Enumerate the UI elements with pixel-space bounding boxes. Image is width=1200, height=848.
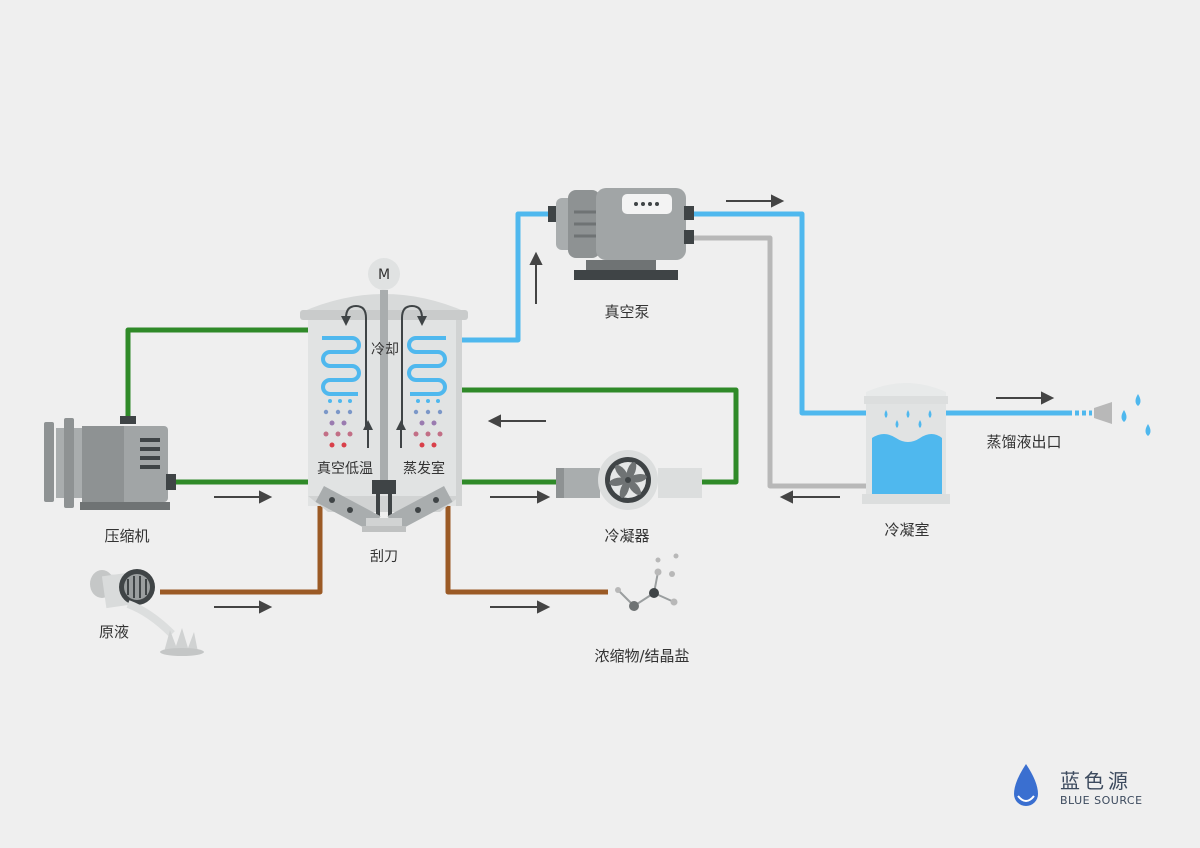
concentrate-pipe: [445, 504, 608, 595]
cooling-label: 冷却: [371, 342, 399, 358]
motor-label: M: [378, 267, 390, 283]
vacuum-pump-label: 真空泵: [604, 303, 649, 321]
brand-name-en: BLUE SOURCE: [1060, 794, 1143, 807]
vapor-pipe-to-chamber: [690, 211, 866, 416]
feed-pipe: [160, 504, 323, 595]
condenser-label: 冷凝器: [604, 527, 649, 545]
flow-arrows: [214, 194, 1055, 614]
arrow-left-1: [487, 414, 546, 428]
arrow-right-6: [996, 391, 1055, 405]
condenser: [556, 450, 702, 510]
scraper-blades: [315, 480, 453, 532]
motor-icon: [368, 258, 400, 290]
return-pipe: [690, 235, 866, 489]
arrow-right-5: [726, 194, 785, 208]
up-arrow-left: [363, 420, 373, 448]
arrow-right-2: [214, 600, 273, 614]
condensing-chamber-label: 冷凝室: [884, 521, 929, 539]
vapor-pipe-to-pump: [450, 211, 556, 343]
brand: 蓝色源 BLUE SOURCE: [1014, 764, 1143, 807]
pipes: [125, 211, 1092, 595]
compressor-label: 压缩机: [104, 527, 149, 545]
cooling-coil-left: [321, 336, 361, 396]
brand-name-cn: 蓝色源: [1060, 769, 1132, 793]
fan-icon: [609, 462, 647, 498]
arrow-right-4: [490, 600, 551, 614]
refrigerant-pipe-top: [125, 327, 320, 418]
compressor: [44, 416, 176, 510]
evaporation-chamber-label: 蒸发室: [403, 460, 445, 477]
raw-liquid-barrel: [90, 569, 204, 656]
evaporator: [300, 258, 468, 532]
arrow-left-2: [779, 490, 840, 504]
vacuum-pump: [548, 188, 694, 280]
vacuum-low-temp-label: 真空低温: [317, 461, 373, 477]
molecule-icon: [615, 553, 679, 611]
cooling-coil-right: [407, 336, 447, 396]
droplets-left: [323, 399, 353, 448]
distillate-outlet-label: 蒸馏液出口: [986, 433, 1061, 451]
distillate-nozzle: [1094, 394, 1151, 436]
droplets-right: [413, 399, 443, 448]
arrow-up-1: [529, 251, 543, 304]
raw-liquid-label: 原液: [99, 623, 129, 641]
condensing-chamber: [862, 383, 950, 504]
blue-source-logo-icon: [1014, 764, 1038, 806]
concentrate-label: 浓缩物/结晶盐: [594, 647, 689, 665]
refrigerant-pipe-return: [448, 387, 739, 485]
scraper-label: 刮刀: [370, 549, 398, 565]
arrow-right-1: [214, 490, 273, 504]
arrow-right-3: [490, 490, 551, 504]
up-arrow-right: [396, 420, 406, 448]
